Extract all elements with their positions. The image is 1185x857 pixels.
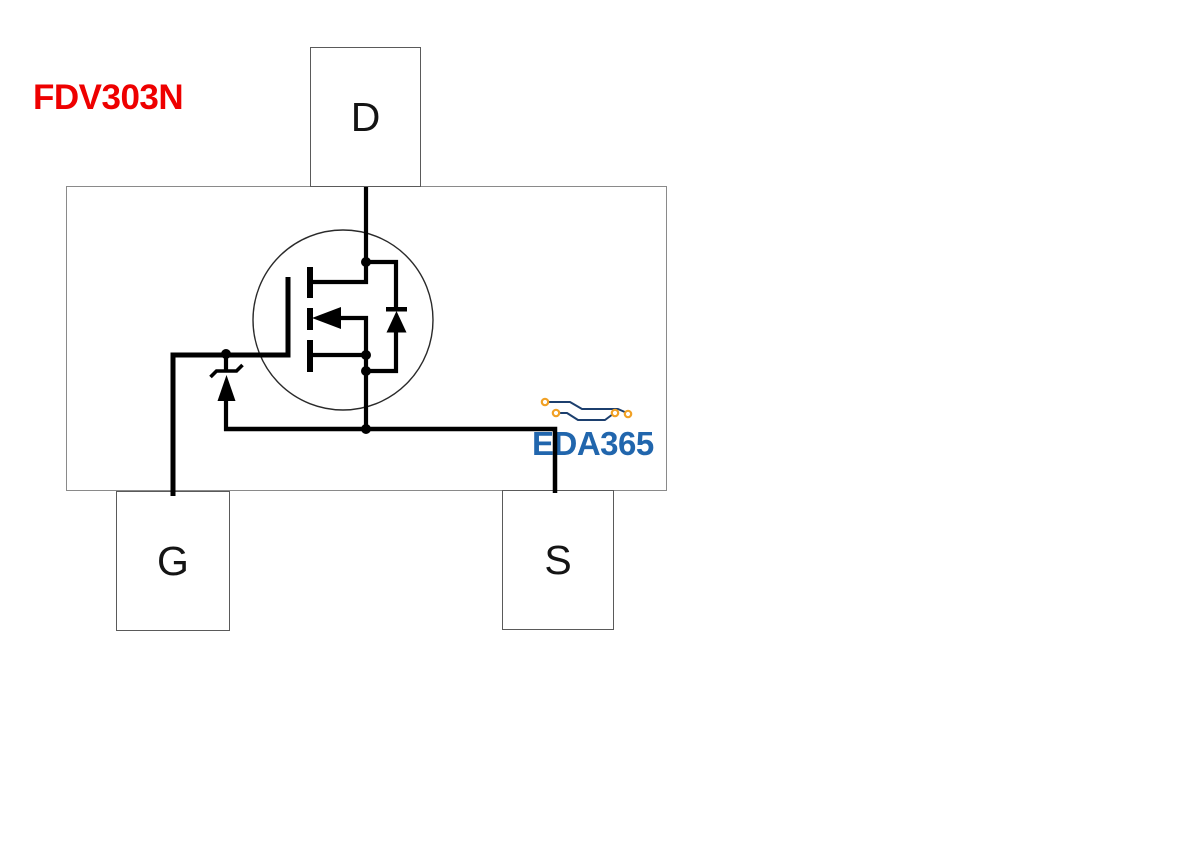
pin-box-source: S [502,490,614,630]
pin-label-gate: G [157,537,189,584]
part-number-label: FDV303N [33,78,184,117]
eda365-watermark-text: EDA365 [532,425,654,462]
pin-label-drain: D [350,93,381,140]
pin-label-source: S [544,536,572,583]
pin-box-gate: G [116,491,230,631]
pin-box-drain: D [310,47,421,187]
